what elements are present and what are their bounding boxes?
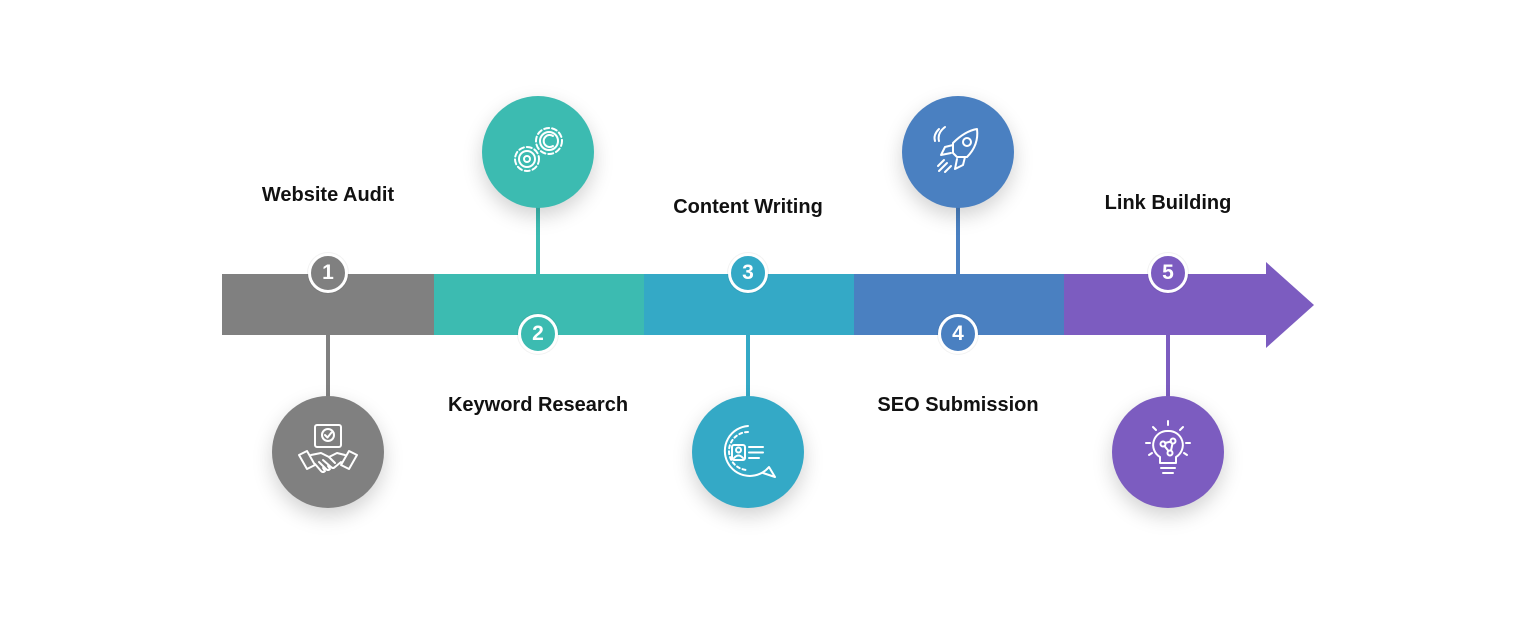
step-label-3: Content Writing xyxy=(673,196,823,218)
connector-3 xyxy=(746,335,750,399)
step-number-5: 5 xyxy=(1148,253,1188,293)
step-1-icon-circle xyxy=(272,396,384,508)
step-number-3: 3 xyxy=(728,253,768,293)
profile-chat-icon xyxy=(723,425,776,478)
connector-5 xyxy=(1166,335,1170,399)
step-label-2: Keyword Research xyxy=(447,394,629,416)
step-3-icon-circle xyxy=(692,396,804,508)
timeline-arrow-head xyxy=(1266,262,1314,348)
connector-4 xyxy=(956,206,960,274)
step-label-4: SEO Submission xyxy=(877,394,1039,416)
step-4-icon-circle xyxy=(902,96,1014,208)
connector-1 xyxy=(326,335,330,399)
lightbulb-network-icon xyxy=(1145,420,1191,474)
rocket-icon xyxy=(933,126,979,173)
connector-2 xyxy=(536,206,540,274)
step-number-1: 1 xyxy=(308,253,348,293)
step-label-1: Website Audit xyxy=(261,184,395,206)
step-number-2: 2 xyxy=(518,314,558,354)
step-2-icon-circle xyxy=(482,96,594,208)
gears-icon xyxy=(514,127,563,172)
step-5-icon-circle xyxy=(1112,396,1224,508)
step-label-5: Link Building xyxy=(1104,192,1232,214)
handshake-icon xyxy=(298,424,358,473)
step-number-4: 4 xyxy=(938,314,978,354)
